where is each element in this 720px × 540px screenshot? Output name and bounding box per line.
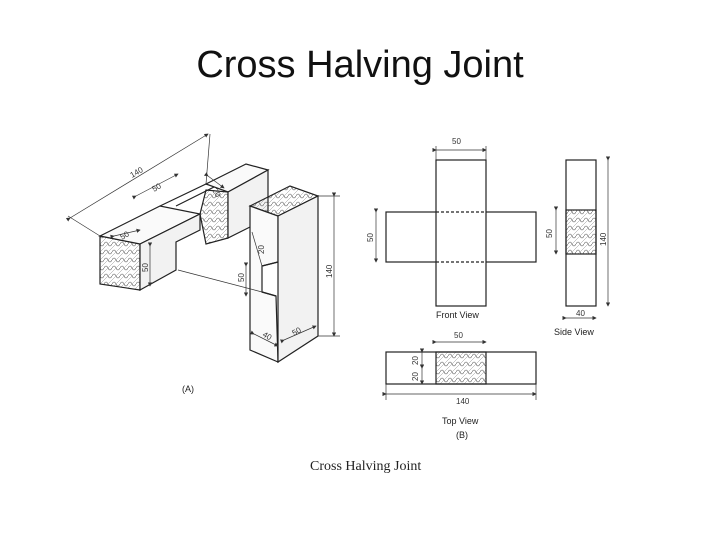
slide-title: Cross Halving Joint (196, 44, 524, 86)
figure-caption: Cross Halving Joint (310, 459, 421, 474)
dim-right-height-label: 140 (325, 264, 334, 278)
dim-height-label: 50 (141, 263, 150, 272)
top-dim-top: 50 (454, 331, 463, 340)
side-dim-height: 140 (599, 232, 608, 246)
horizontal-member (98, 163, 270, 292)
front-dim-top: 50 (452, 137, 461, 146)
dim-length-label: 140 (129, 165, 146, 180)
isometric-dimensions (65, 133, 340, 347)
top-view-label: Top View (442, 416, 479, 426)
isometric-view (98, 163, 320, 364)
front-dim-left: 50 (366, 233, 375, 242)
top-dim-left-a: 20 (411, 356, 420, 365)
side-view-dimensions (553, 156, 611, 321)
side-view-label: Side View (554, 327, 594, 337)
top-view-dimensions (382, 339, 537, 400)
side-dim-bottom: 40 (576, 309, 585, 318)
vertical-member (248, 185, 320, 364)
view-b-label: (B) (456, 430, 468, 440)
dim-notch-len-label: 50 (237, 273, 246, 282)
front-view-dimensions (373, 146, 487, 263)
side-dim-left: 50 (545, 229, 554, 238)
side-view (565, 159, 597, 307)
front-view (385, 159, 537, 307)
dim-notch-side-label: 20 (257, 245, 266, 254)
view-a-label: (A) (182, 384, 194, 394)
top-view (385, 351, 537, 385)
front-view-label: Front View (436, 310, 479, 320)
top-dim-bottom: 140 (456, 397, 470, 406)
top-dim-left-b: 20 (411, 372, 420, 381)
